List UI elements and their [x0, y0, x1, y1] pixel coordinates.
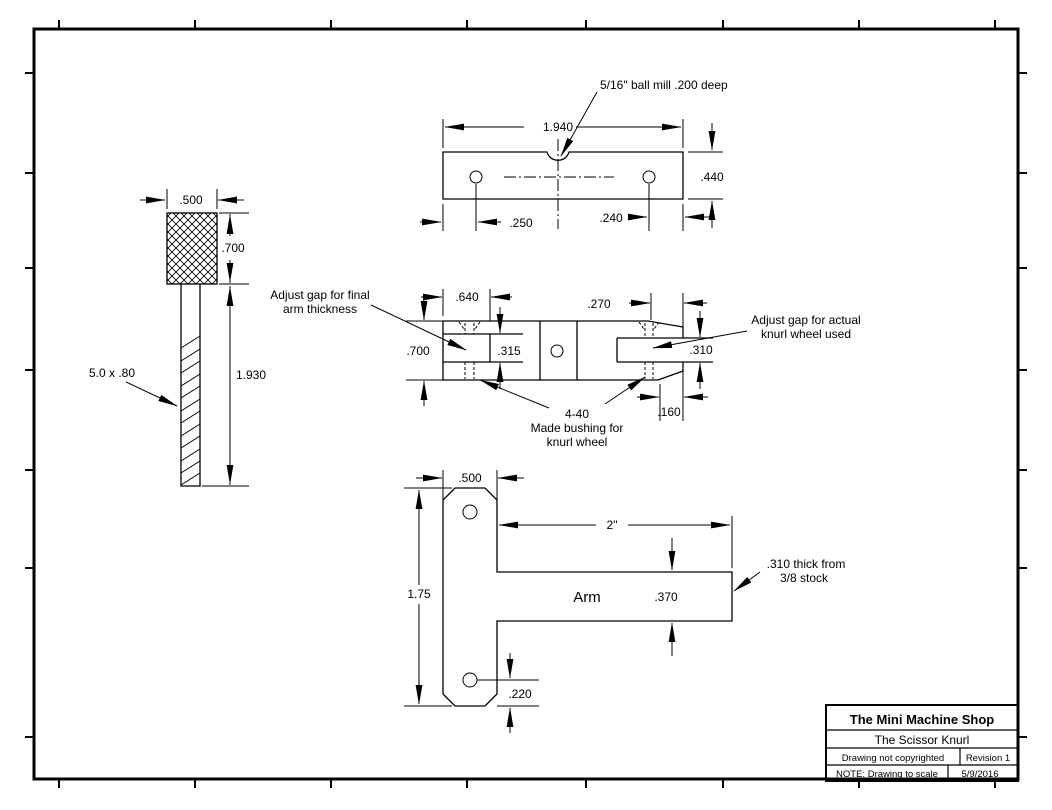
dim-arm-length: 2" [607, 518, 618, 532]
dim-top-width: 1.940 [543, 120, 573, 134]
thumbscrew-shaft [180, 284, 201, 487]
dim-left-hole-offset: .250 [509, 216, 533, 230]
tap-size-note: 4-40 [565, 407, 589, 421]
arm-label: Arm [573, 589, 601, 606]
view-thumbscrew: .500 .700 1.930 5.0 x .80 [89, 189, 266, 487]
tap-leader-right [604, 376, 646, 405]
dim-thread-length: 1.930 [236, 368, 266, 382]
thread-note: 5.0 x .80 [89, 366, 135, 380]
tap-leader-left [479, 379, 550, 409]
top-plate-centerlines [504, 139, 614, 229]
title-block-copyright: Drawing not copyrighted [842, 753, 944, 764]
arm-gap-note-line1: Adjust gap for final [270, 288, 369, 302]
top-plate-left-hole [469, 170, 483, 184]
title-block-date: 5/9/2016 [962, 769, 999, 780]
arm-gap-note-line2: arm thickness [283, 302, 357, 316]
thumbscrew-head [166, 212, 218, 285]
dim-right-hole-offset: .240 [599, 211, 623, 225]
ball-mill-note: 5/16" ball mill .200 deep [600, 78, 728, 92]
thumbscrew-dimension-arrows [125, 196, 244, 485]
dim-post-width: .500 [458, 471, 482, 485]
dim-arm-height: .370 [654, 590, 678, 604]
title-block-drawing-title: The Scissor Knurl [875, 733, 970, 747]
body-right-slot [616, 337, 713, 363]
title-block-scale-note: NOTE: Drawing to scale [836, 769, 938, 780]
top-plate-dimension-arrows [420, 91, 716, 228]
dim-top-height: .440 [700, 170, 724, 184]
title-block-revision: Revision 1 [966, 753, 1010, 764]
top-plate-outline [442, 151, 684, 200]
dim-head-width: .500 [179, 193, 203, 207]
dim-right-tap-offset: .270 [587, 297, 611, 311]
body-left-slot [443, 333, 523, 363]
dim-right-slot-inset: .160 [657, 405, 681, 419]
body-dimension-arrows [370, 293, 748, 409]
dim-right-slot-height: .310 [689, 343, 713, 357]
arm-bottom-hole [462, 672, 478, 688]
stock-note-leader [733, 571, 761, 592]
top-plate-right-hole [642, 170, 656, 184]
zone-ticks [25, 20, 1027, 788]
tapped-holes-hidden-lines [458, 321, 660, 379]
tap-note-line3: knurl wheel [547, 435, 608, 449]
top-plate-extension-lines [442, 119, 723, 231]
body-extension-lines [406, 289, 684, 421]
wheel-gap-note-line2: knurl wheel used [761, 327, 851, 341]
view-body: .640 .270 .700 .315 .310 .160 Adjust gap… [270, 288, 860, 449]
thumbscrew-extension-lines [166, 189, 249, 487]
wheel-gap-note-line1: Adjust gap for actual [751, 313, 860, 327]
title-block-company: The Mini Machine Shop [850, 712, 995, 727]
dim-head-height: .700 [221, 241, 245, 255]
arm-top-hole [462, 504, 478, 520]
sheet-border [25, 20, 1027, 788]
body-outline [442, 320, 684, 381]
view-top-plate: 1.940 .440 .250 .240 5/16" ball mill .20… [420, 78, 728, 231]
arm-extension-lines [404, 470, 733, 707]
tap-note-line2: Made bushing for [531, 421, 624, 435]
dim-left-slot-width: .640 [455, 290, 479, 304]
stock-note-line1: .310 thick from [767, 557, 846, 571]
wheel-gap-leader [652, 330, 748, 349]
arm-dimension-arrows [415, 474, 761, 733]
dim-post-height: 1.75 [407, 587, 431, 601]
body-inner-lines [539, 321, 578, 380]
dim-left-slot-height: .315 [497, 344, 521, 358]
dim-body-height: .700 [406, 344, 430, 358]
stock-note-line2: 3/8 stock [780, 571, 829, 585]
title-block: The Mini Machine Shop The Scissor Knurl … [825, 704, 1019, 782]
arm-gap-leader [370, 304, 467, 351]
thread-leader [125, 381, 178, 407]
ball-mill-leader [560, 91, 598, 157]
title-block-grid [826, 729, 1018, 781]
dim-hole-offset: .220 [508, 687, 532, 701]
thread-hatching [180, 335, 201, 486]
view-arm: .500 1.75 2" .370 .220 Arm .310 thick fr… [404, 470, 845, 733]
body-center-hole [550, 344, 564, 358]
